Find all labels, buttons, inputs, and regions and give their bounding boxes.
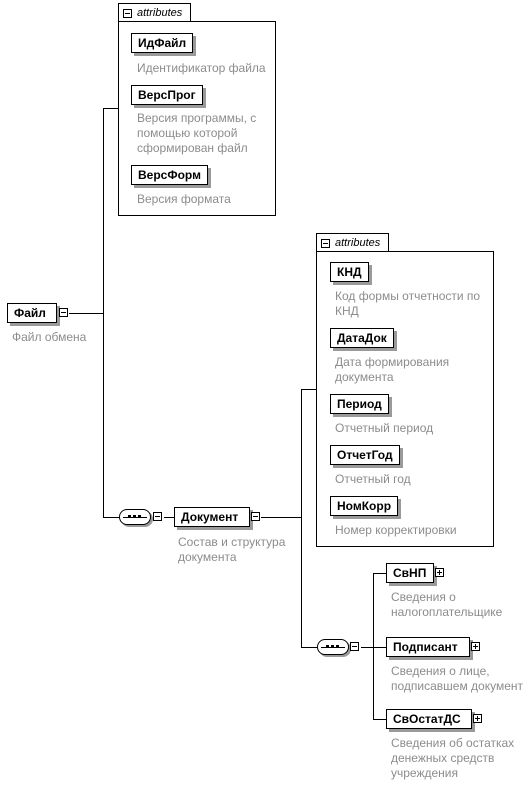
child-element-desc: Сведения о налогоплательщике [391, 590, 503, 619]
children-branch [373, 573, 374, 719]
doc-attr-name: ДатаДок [337, 331, 387, 345]
child-connector-svostatds [373, 719, 386, 720]
file-attr-name: ВерсФорм [138, 168, 201, 182]
seq1-connector [103, 517, 119, 518]
document-element-name: Документ [181, 510, 239, 524]
document-element-node[interactable]: Документ [174, 507, 250, 527]
expand-icon[interactable] [435, 568, 444, 577]
doc-attr-name: ОтчетГод [337, 448, 393, 462]
doc-attr-knd[interactable]: КНД [330, 262, 369, 282]
file-attr-idfile[interactable]: ИдФайл [131, 33, 194, 53]
root-element-name: Файл [14, 306, 46, 320]
expand-icon[interactable] [473, 714, 482, 723]
doc-attrs-connector [301, 389, 317, 390]
root-element-node[interactable]: Файл [7, 303, 57, 323]
doc-attr-desc: Код формы отчетности по КНД [335, 289, 481, 318]
sequence-icon [317, 639, 349, 655]
child-element-name: СвНП [393, 566, 427, 580]
file-attr-name: ВерсПрог [138, 88, 196, 102]
child-element-name: СвОстатДС [393, 712, 461, 726]
child-element-name: Подписант [393, 640, 458, 654]
document-connector [261, 517, 301, 518]
doc-attr-period[interactable]: Период [330, 394, 389, 414]
seq2-to-children [361, 647, 373, 648]
file-attributes-tab: attributes [118, 3, 191, 22]
sequence-collapse-icon[interactable] [153, 512, 162, 521]
file-attr-desc: Идентификатор файла [137, 61, 266, 75]
root-collapse-icon[interactable] [59, 308, 68, 317]
sequence-icon [119, 509, 151, 525]
file-attributes-label: attributes [137, 7, 183, 19]
file-attr-name: ИдФайл [138, 36, 187, 50]
child-connector-podpisant [373, 647, 386, 648]
child-element-desc: Сведения о лице, подписавшем документ [391, 664, 524, 693]
seq1-to-document [164, 517, 174, 518]
document-attributes-label: attributes [335, 237, 381, 249]
doc-attr-desc: Отчетный период [335, 421, 434, 435]
sequence-collapse-icon[interactable] [350, 642, 359, 651]
file-attr-versprog[interactable]: ВерсПрог [131, 85, 203, 105]
file-attr-versform[interactable]: ВерсФорм [131, 165, 208, 185]
doc-attr-name: НомКорр [337, 499, 392, 513]
doc-attr-datadok[interactable]: ДатаДок [330, 328, 394, 348]
child-element-desc: Сведения об остатках денежных средств уч… [391, 736, 515, 780]
doc-attr-nomkorr[interactable]: НомКорр [330, 496, 399, 516]
doc-attr-desc: Отчетный год [335, 472, 411, 486]
document-collapse-icon[interactable] [251, 512, 260, 521]
document-attributes-tab: attributes [316, 233, 389, 252]
child-element-svnp[interactable]: СвНП [386, 563, 434, 583]
doc-attr-desc: Дата формирования документа [335, 355, 450, 384]
document-branch [301, 389, 302, 648]
child-element-podpisant[interactable]: Подписант [386, 637, 470, 657]
seq2-connector [301, 647, 317, 648]
file-attr-desc: Версия программы, с помощью которой сфор… [137, 111, 257, 155]
file-attrs-connector [103, 108, 119, 109]
child-element-svostatds[interactable]: СвОстатДС [386, 709, 472, 729]
document-element-desc: Состав и структура документа [178, 535, 286, 564]
file-attributes-collapse-icon[interactable] [123, 9, 132, 18]
doc-attr-otchetgod[interactable]: ОтчетГод [330, 445, 400, 465]
doc-attr-desc: Номер корректировки [335, 523, 457, 537]
document-attributes-collapse-icon[interactable] [321, 239, 330, 248]
root-element-desc: Файл обмена [12, 330, 87, 344]
doc-attr-name: Период [337, 397, 382, 411]
doc-attr-name: КНД [337, 265, 362, 279]
root-connector [69, 313, 103, 314]
expand-icon[interactable] [471, 642, 480, 651]
child-connector-svnp [373, 573, 386, 574]
root-branch [103, 108, 104, 518]
file-attr-desc: Версия формата [137, 192, 231, 206]
